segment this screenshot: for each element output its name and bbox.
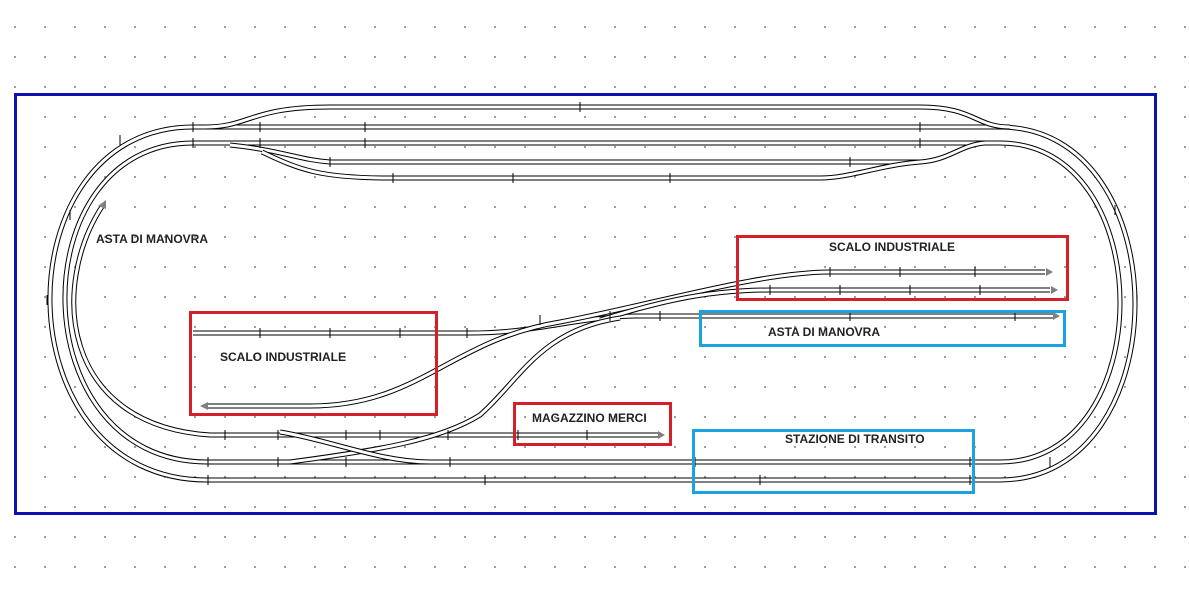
zone-magazzino-merci — [513, 402, 672, 446]
label-magazzino-merci: MAGAZZINO MERCI — [532, 411, 647, 425]
asta-di-manovra-left-track — [71, 203, 660, 438]
buffer-stop-icon — [658, 431, 665, 439]
zone-scalo-industriale-left — [189, 311, 438, 416]
buffer-stop-icon — [1046, 268, 1053, 276]
top-passing-siding — [204, 104, 1011, 130]
crossover-track — [279, 429, 431, 465]
label-scalo-industriale-right: SCALO INDUSTRIALE — [829, 240, 955, 254]
buffer-stop-icon — [1051, 286, 1058, 294]
label-scalo-industriale-left: SCALO INDUSTRIALE — [220, 350, 346, 364]
upper-yard-siding-2 — [260, 149, 921, 181]
layout-board-frame — [14, 93, 1157, 515]
buffer-stop-icon — [1053, 312, 1060, 320]
inner-main-loop — [62, 140, 1123, 465]
scalo-connection-track — [205, 269, 1045, 409]
zone-asta-di-manovra-right — [699, 310, 1066, 347]
buffer-stop-icon — [98, 200, 106, 209]
zone-stazione-di-transito — [692, 429, 975, 494]
label-asta-di-manovra-right: ASTA DI MANOVRA — [768, 325, 880, 339]
label-asta-di-manovra-left: ASTA DI MANOVRA — [96, 232, 208, 246]
upper-yard-siding-1 — [229, 140, 986, 165]
label-stazione-di-transito: STAZIONE DI TRANSITO — [785, 432, 925, 446]
buffer-stop-icon — [200, 402, 208, 410]
outer-main-loop — [47, 124, 1138, 483]
scalo-right-lower-track — [599, 287, 1050, 323]
zone-scalo-industriale-right — [736, 235, 1069, 301]
